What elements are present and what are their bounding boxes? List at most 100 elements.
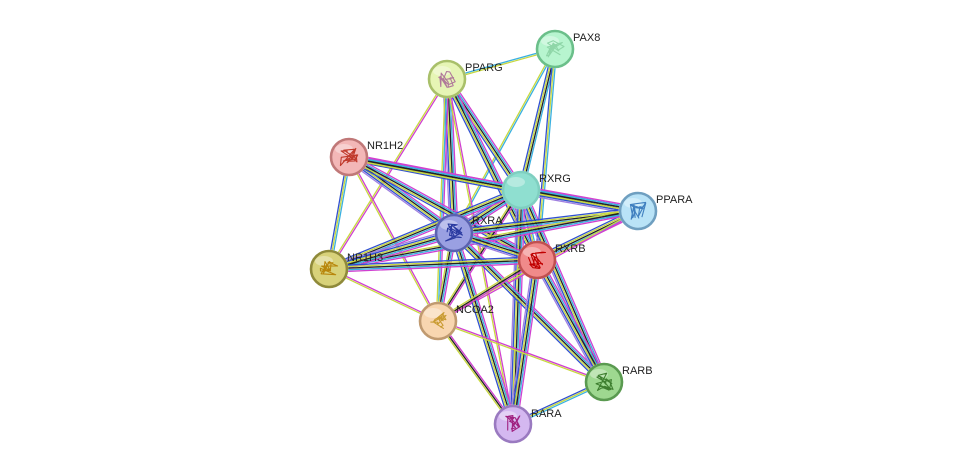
edge-evidence-line [511,259,537,425]
node-highlight [315,256,333,266]
edge-evidence-line [537,48,558,261]
node-rxrb[interactable]: RXRB [517,240,586,280]
edge-evidence-line [327,187,522,269]
edge-evidence-line [522,48,558,192]
node-nr1h2[interactable]: NR1H2 [329,137,404,177]
edge-evidence-line [438,190,524,323]
node-ppara[interactable]: PPARA [618,191,694,231]
protein-structure-icon [505,415,521,432]
edge-evidence-line [328,256,538,267]
edge-evidence-line [518,47,554,191]
node-rxra[interactable]: RXRA [434,213,504,253]
edge-evidence-line [328,269,439,323]
edge-ncoa2-rara[interactable] [436,319,515,426]
edge-evidence-line [519,48,555,191]
edge-evidence-line [524,187,609,382]
node-circle [418,301,458,341]
edge-rxrb-nr1h3[interactable] [328,256,538,273]
edge-evidence-line [349,154,539,260]
node-rxrg[interactable]: RXRG [501,170,571,210]
edge-ncoa2-rarb[interactable] [437,319,605,384]
protein-structure-icon [339,147,359,167]
edge-evidence-line [532,261,602,385]
edge-nr1h2-rxrb[interactable] [346,153,540,264]
edge-evidence-line [453,208,639,233]
edge-evidence-line [445,78,513,425]
edge-rxrb-rara[interactable] [508,258,542,426]
edge-evidence-line [516,259,542,426]
edge-evidence-line [537,258,606,383]
node-highlight [433,66,451,76]
edge-evidence-line [348,156,538,261]
edge-evidence-line [435,78,447,322]
edge-evidence-line [328,259,538,270]
node-highlight [590,369,608,379]
node-label-ncoa2: NCOA2 [456,304,494,316]
edge-evidence-line [436,321,513,426]
node-label-pax8: PAX8 [573,32,600,44]
edge-evidence-line [327,186,521,267]
node-pax8[interactable]: PAX8 [535,29,601,69]
node-circle [517,240,557,280]
edge-evidence-line [449,76,525,189]
edge-evidence-line [327,230,454,268]
edge-evidence-line [452,47,555,234]
edge-evidence-line [520,188,639,211]
edge-evidence-line [520,186,640,210]
node-label-rxrg: RXRG [539,173,571,185]
node-circle [535,29,575,69]
node-label-nr1h3: NR1H3 [347,252,383,264]
edge-rxrb-rarb[interactable] [532,257,609,385]
protein-structure-icon [527,251,547,269]
node-rarb[interactable]: RARB [584,362,653,402]
node-highlight [541,36,559,46]
edge-evidence-line [454,231,606,382]
node-label-pparg: PPARG [465,62,503,74]
edge-evidence-line [449,76,541,260]
edge-evidence-line [327,77,447,270]
protein-structure-icon [545,40,565,58]
edge-evidence-line [539,257,609,381]
edge-evidence-line [520,190,639,213]
protein-structure-icon [445,223,463,242]
edge-evidence-line [513,259,539,425]
node-label-rarb: RARB [622,365,653,377]
edge-evidence-line [452,207,639,231]
node-circle [618,191,658,231]
node-ncoa2[interactable]: NCOA2 [418,301,494,341]
edge-evidence-line [438,78,450,322]
edge-evidence-line [450,233,511,426]
edge-rxra-nr1h3[interactable] [327,228,456,274]
node-label-nr1h2: NR1H2 [367,140,403,152]
edge-evidence-line [508,258,534,425]
edge-evidence-line [509,259,536,425]
edge-evidence-line [438,319,515,424]
protein-structure-icon [595,372,614,391]
edge-evidence-line [437,320,514,425]
protein-structure-icon [430,311,447,330]
node-label-rara: RARA [531,408,562,420]
edge-evidence-line [328,231,455,269]
node-circle [501,170,541,210]
protein-structure-icon [629,201,647,220]
node-nr1h3[interactable]: NR1H3 [309,249,384,289]
edge-pparg-ncoa2[interactable] [435,78,450,322]
node-highlight [624,198,642,208]
node-pparg[interactable]: PPARG [427,59,503,99]
edge-evidence-line [535,259,604,384]
edge-evidence-line [534,260,603,384]
edge-evidence-line [514,259,541,425]
edge-evidence-line [521,48,557,191]
node-highlight [424,308,442,318]
node-rara[interactable]: RARA [493,404,563,444]
edge-evidence-line [447,78,456,234]
node-highlight [507,177,525,187]
edge-evidence-line [328,267,439,321]
node-label-rxra: RXRA [472,215,503,227]
edge-nr1h3-ncoa2[interactable] [328,267,439,323]
edge-evidence-line [447,77,523,190]
edge-evidence-line [327,228,454,266]
edge-evidence-line [521,185,640,208]
